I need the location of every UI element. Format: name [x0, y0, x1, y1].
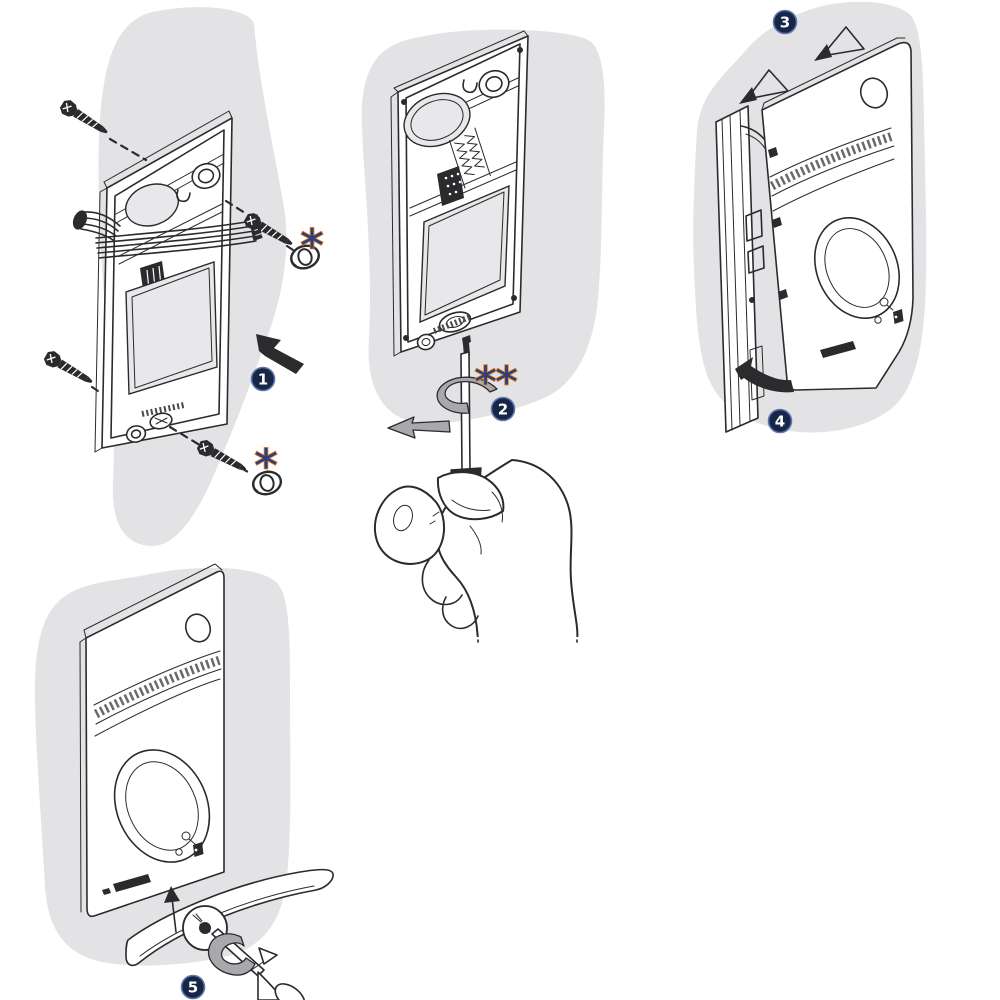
assembled-unit: [79, 563, 225, 918]
figure-step-5: 5: [34, 563, 334, 1000]
step-badge-3: 3: [772, 9, 798, 35]
mounting-screw-bottom-left: [41, 347, 103, 395]
speaker-grille: [113, 749, 211, 863]
svg-text:5: 5: [188, 979, 198, 997]
camera-barrel: [478, 69, 510, 99]
asterisk-note: *: [254, 439, 278, 493]
step-badge-5: 5: [180, 974, 206, 1000]
rear-panel-mounted: [390, 30, 529, 357]
bottom-details: [416, 311, 472, 351]
hook-arrow-icon-left: [739, 69, 789, 104]
svg-text:4: 4: [775, 413, 785, 431]
terminal-block: [437, 166, 464, 206]
unscrew-arrow-icon: [249, 947, 278, 972]
bottom-details: [125, 402, 185, 443]
camera-barrel: [191, 162, 221, 190]
figure-steps-3-4: 3 4: [693, 1, 927, 434]
asterisk-note: *: [300, 219, 324, 273]
mounting-screw-top-left: [57, 96, 148, 162]
contact-springs: [449, 127, 491, 189]
direction-arrow-icon: [256, 334, 304, 374]
speaker-cavity: [403, 92, 471, 148]
key-icons: [175, 831, 204, 857]
index-finger: [436, 471, 505, 521]
decor-band: [769, 131, 895, 190]
svg-text:1: 1: [258, 371, 268, 389]
figure-step-2: ** 2: [361, 29, 605, 649]
step-badge-4: 4: [767, 408, 793, 434]
key-icons: [874, 297, 904, 324]
camera-lens: [859, 77, 889, 109]
wire-clip: [462, 79, 478, 94]
step-badge-1: 1: [250, 366, 276, 392]
cable-stub: [72, 210, 121, 241]
thumbnail: [393, 504, 413, 532]
rotation-arrow-icon: [207, 933, 256, 976]
snap-arrow-icon: [735, 357, 794, 393]
step-badge-2: 2: [490, 396, 516, 422]
figure-step-1: * * 1: [41, 7, 324, 547]
insert-arrow-icon: [164, 886, 180, 933]
wire-clip: [176, 189, 191, 203]
module-window: [125, 261, 218, 395]
curled-fingers: [421, 559, 479, 630]
svg-text:2: 2: [498, 401, 508, 419]
speaker-grille: [813, 216, 901, 320]
brand-mark: [113, 874, 151, 892]
svg-text:3: 3: [780, 14, 790, 32]
screw-and-cap-bottom: *: [168, 425, 285, 499]
screw-and-cap-right: *: [224, 199, 324, 273]
rear-panel: [72, 110, 263, 453]
decor-band: [93, 655, 222, 718]
camera-lens: [184, 613, 212, 643]
front-cover: [761, 37, 914, 391]
hook-arrow-icon-right: [814, 26, 865, 61]
module-window: [419, 184, 510, 324]
rotation-arrow-icon: [436, 376, 498, 414]
turn-direction-arrow-icon: [387, 416, 451, 439]
base-frame-edge: [715, 105, 779, 433]
brand-mark: [820, 341, 856, 358]
hand-illustration: [373, 459, 588, 649]
